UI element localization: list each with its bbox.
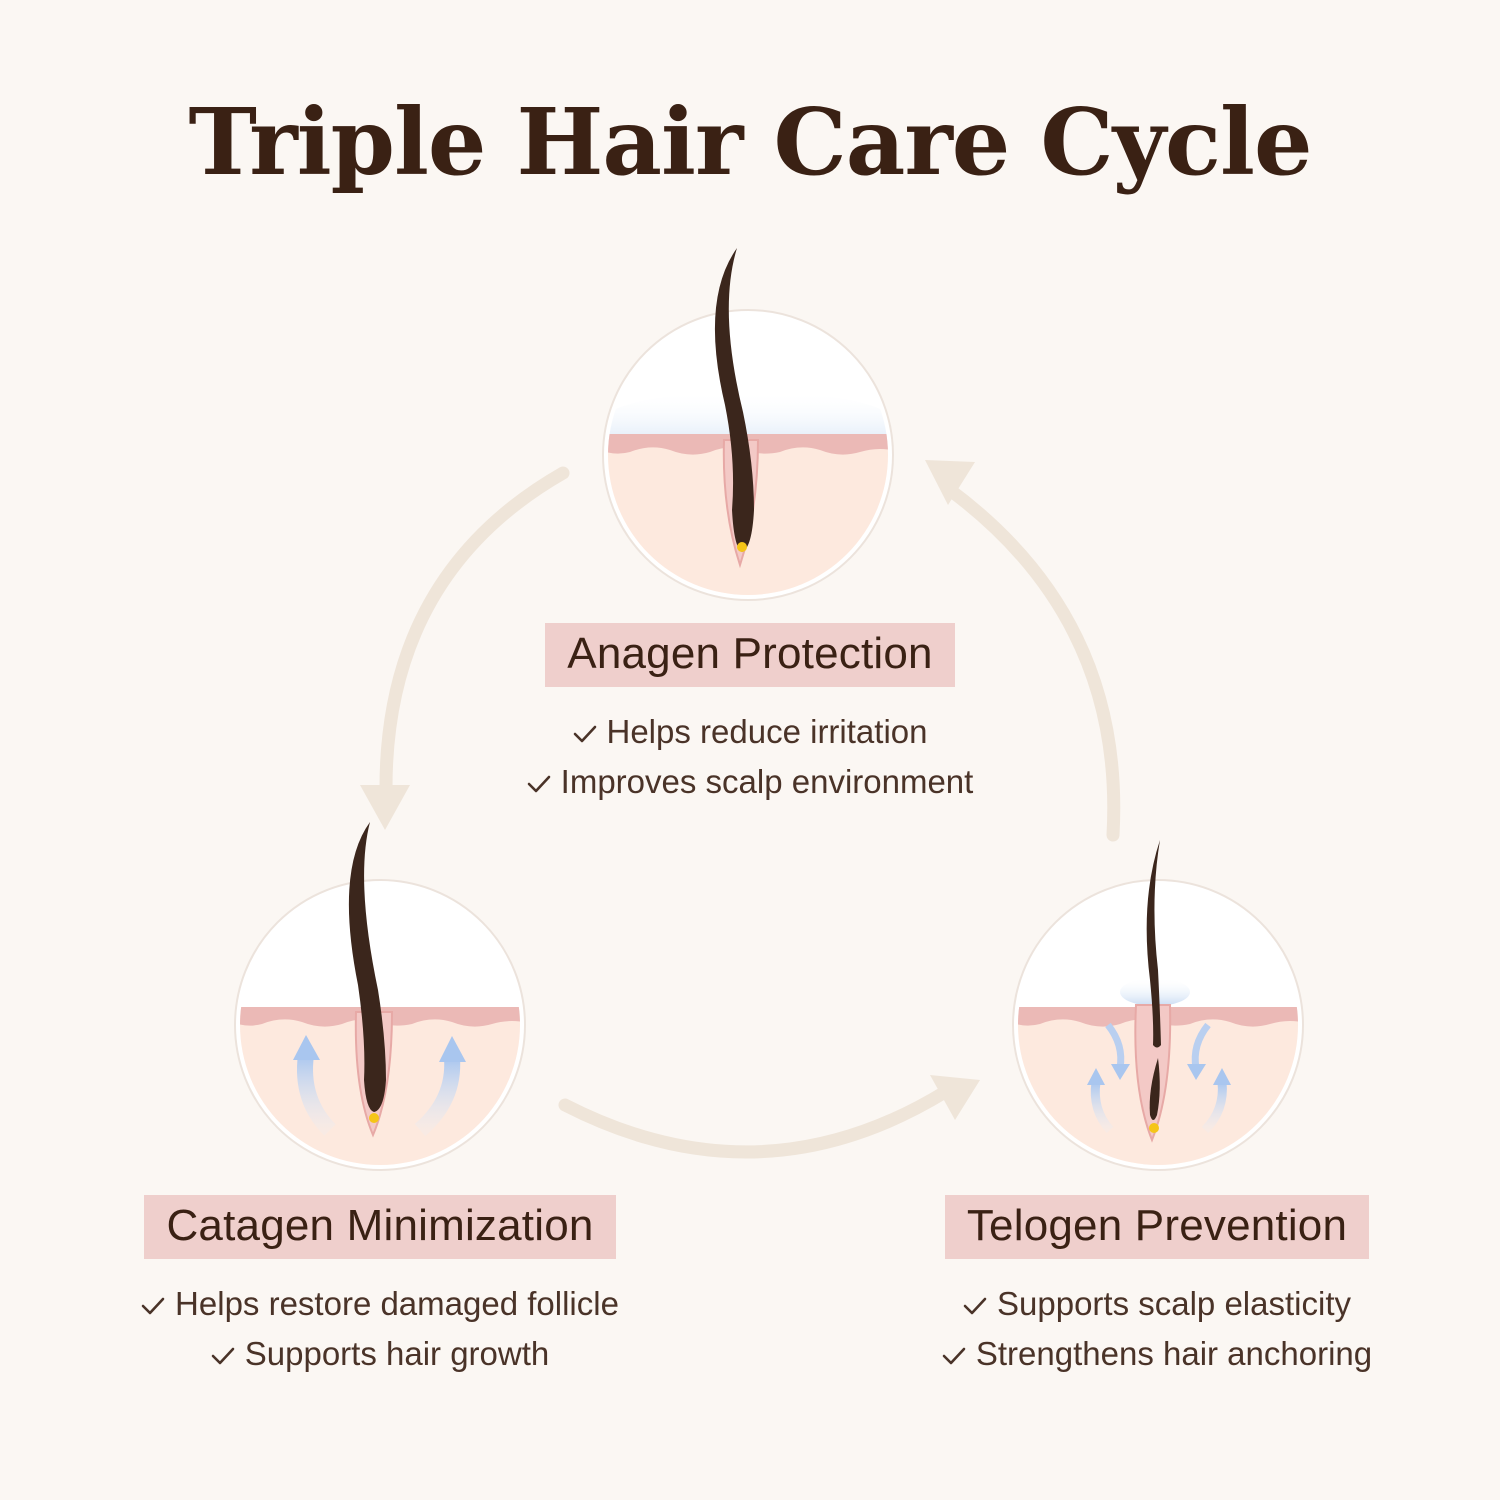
checkmark-icon: [141, 1296, 165, 1316]
benefit-text: Supports scalp elasticity: [997, 1285, 1351, 1322]
checkmark-icon: [527, 774, 551, 794]
benefit-text: Supports hair growth: [244, 1335, 550, 1372]
stage-telogen-title: Telogen Prevention: [944, 1195, 1370, 1259]
checkmark-icon: [573, 724, 597, 744]
benefit-text: Improves scalp environment: [560, 763, 974, 800]
stage-catagen-benefits: Helps restore damaged follicle Supports …: [80, 1279, 680, 1379]
hair-follicle-anchoring-icon: [1012, 840, 1304, 1171]
stage-catagen-title: Catagen Minimization: [144, 1195, 616, 1259]
checkmark-icon: [942, 1346, 966, 1366]
benefit-item: Helps reduce irritation: [450, 707, 1050, 757]
benefit-item: Helps restore damaged follicle: [80, 1279, 680, 1329]
stage-anagen-title: Anagen Protection: [545, 623, 955, 687]
cycle-arrow-telogen-to-anagen: [925, 460, 1121, 842]
cycle-arrow-catagen-to-telogen: [558, 1075, 980, 1159]
benefit-text: Strengthens hair anchoring: [975, 1335, 1373, 1372]
benefit-text: Helps restore damaged follicle: [175, 1285, 619, 1322]
stage-catagen: Catagen Minimization Helps restore damag…: [80, 1195, 680, 1379]
stage-anagen: Anagen Protection Helps reduce irritatio…: [450, 623, 1050, 807]
stage-anagen-benefits: Helps reduce irritation Improves scalp e…: [450, 707, 1050, 807]
benefit-item: Strengthens hair anchoring: [857, 1329, 1457, 1379]
stage-telogen: Telogen Prevention Supports scalp elasti…: [857, 1195, 1457, 1379]
benefit-item: Supports hair growth: [80, 1329, 680, 1379]
hair-follicle-growth-icon: [234, 822, 526, 1171]
stage-telogen-benefits: Supports scalp elasticity Strengthens ha…: [857, 1279, 1457, 1379]
cycle-arrow-anagen-to-catagen: [360, 466, 570, 830]
checkmark-icon: [963, 1296, 987, 1316]
benefit-text: Helps reduce irritation: [606, 713, 928, 750]
hair-follicle-protection-icon: [602, 248, 894, 601]
page-title: Triple Hair Care Cycle: [188, 88, 1312, 196]
checkmark-icon: [211, 1346, 235, 1366]
benefit-item: Supports scalp elasticity: [857, 1279, 1457, 1329]
benefit-item: Improves scalp environment: [450, 757, 1050, 807]
